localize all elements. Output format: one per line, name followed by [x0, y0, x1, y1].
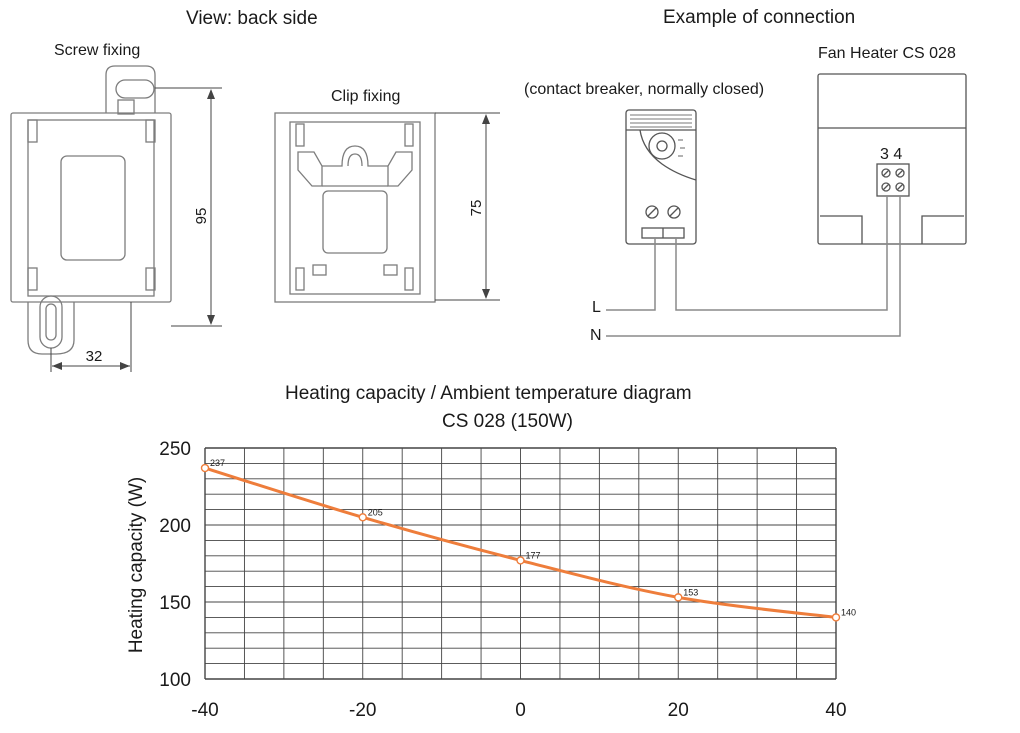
- neutral-label: N: [590, 327, 602, 344]
- clip-fixing-drawing: [274, 112, 500, 303]
- data-label: 153: [683, 587, 698, 597]
- fan-heater-drawing: [817, 73, 967, 245]
- data-point: [516, 556, 525, 565]
- chart-grid: [204, 447, 837, 680]
- y-axis-label: Heating capacity (W): [126, 477, 147, 653]
- chart-title: Heating capacity / Ambient temperature d…: [285, 383, 692, 404]
- data-point: [358, 513, 367, 522]
- breaker-label: (contact breaker, normally closed): [524, 81, 765, 98]
- connection-title: Example of connection: [663, 7, 856, 28]
- dim-height-screw: 95: [193, 208, 210, 225]
- back-view-title: View: back side: [186, 8, 318, 29]
- data-label: 177: [526, 550, 541, 560]
- clip-fixing-label: Clip fixing: [331, 88, 401, 105]
- data-label: 140: [841, 607, 856, 617]
- wire-breaker-to-heater: [675, 196, 888, 311]
- y-tick-label: 150: [159, 593, 191, 614]
- wire-neutral: [606, 196, 901, 337]
- data-label: 205: [368, 507, 383, 517]
- dim-width-screw: 32: [86, 348, 103, 365]
- heater-label: Fan Heater CS 028: [818, 45, 956, 62]
- y-tick-label: 200: [159, 516, 191, 537]
- chart-series: 237 205 177 153 140: [200, 458, 856, 622]
- data-point: [200, 463, 210, 473]
- chart-subtitle: CS 028 (150W): [442, 411, 573, 432]
- x-tick-label: -40: [191, 700, 218, 721]
- x-tick-label: 0: [515, 700, 526, 721]
- x-tick-label: 20: [668, 700, 689, 721]
- line-label: L: [592, 299, 601, 316]
- x-tick-label: -20: [349, 700, 376, 721]
- data-point: [831, 613, 841, 622]
- y-tick-label: 100: [159, 670, 191, 691]
- data-label: 237: [210, 458, 225, 468]
- thermostat-drawing: [625, 109, 697, 245]
- y-tick-label: 250: [159, 439, 191, 460]
- screw-fixing-label: Screw fixing: [54, 42, 141, 59]
- wire-line: [606, 238, 656, 311]
- data-point: [674, 593, 683, 602]
- chart-tick-labels: 250 200 150 100-40 -20 0 20 40: [159, 439, 846, 721]
- dim-height-clip: 75: [468, 200, 485, 217]
- x-tick-label: 40: [825, 700, 846, 721]
- wiring: [606, 196, 901, 337]
- terminal-label: 3 4: [880, 146, 903, 163]
- screw-fixing-drawing: [10, 65, 222, 372]
